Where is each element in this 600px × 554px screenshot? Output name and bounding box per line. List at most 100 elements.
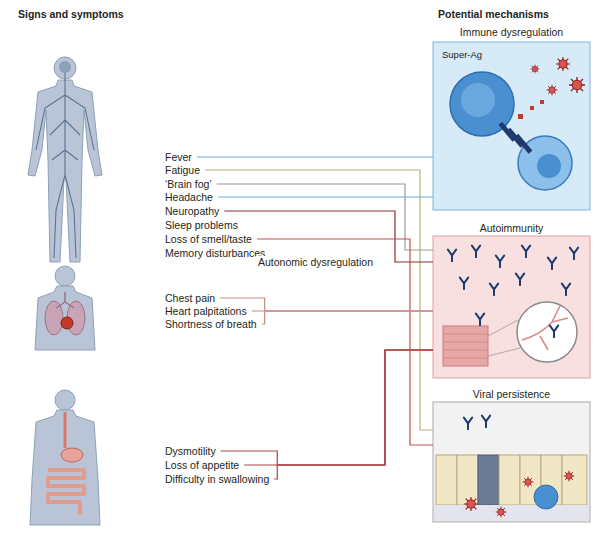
- immune-illustration-part: [537, 154, 561, 178]
- node-text: Viral persistence: [433, 386, 590, 402]
- connector-line: [244, 350, 433, 465]
- node-text: Headache: [165, 191, 213, 204]
- node-text: ‘Brain fog’: [165, 178, 212, 191]
- viral-illustration-part: [457, 455, 478, 505]
- autoimmunity-illustration-part: [516, 274, 524, 286]
- gut-figure-part: [61, 448, 83, 462]
- viral-illustration: [433, 402, 590, 522]
- symptom-item: Fatigue: [163, 164, 202, 177]
- autoimmunity-illustration-part: [496, 256, 504, 268]
- chest-figure-part: [45, 301, 63, 335]
- viral-illustration-part: [564, 471, 575, 482]
- immune-illustration-part: [556, 57, 570, 71]
- immune-illustration-part: [547, 85, 558, 96]
- viral-illustration-part: [436, 455, 457, 505]
- chest-figure-part: [55, 266, 75, 286]
- viral-illustration-part: [562, 455, 587, 505]
- immune-illustration-part: [530, 106, 534, 110]
- gut-figure-part: [55, 390, 75, 410]
- node-text: Neuropathy: [165, 205, 219, 218]
- annotation-label: Super-Ag: [440, 48, 484, 61]
- node-text: Heart palpitations: [165, 305, 247, 318]
- body-figure-part: [36, 72, 94, 258]
- connector-line: [274, 350, 433, 479]
- body-figure: [28, 57, 102, 262]
- viral-illustration-part: [499, 455, 520, 505]
- autoimmunity-illustration-part: [433, 236, 590, 378]
- immune-illustration-part: [518, 114, 523, 119]
- autoimmunity-illustration-part: [460, 278, 468, 290]
- viral-illustration-part: [433, 402, 590, 522]
- autoimmunity-illustration-part: [550, 326, 558, 338]
- node-text: Fever: [165, 151, 192, 164]
- symptom-item: Shortness of breath: [163, 318, 259, 331]
- gut-figure: [30, 390, 100, 525]
- symptom-item: Fever: [163, 151, 194, 164]
- symptom-item: Headache: [163, 191, 215, 204]
- symptom-item: Loss of smell/taste: [163, 233, 254, 246]
- autoimmunity-illustration-part: [476, 314, 484, 326]
- immune-illustration-part: [540, 100, 544, 104]
- autoimmunity-illustration-part: [522, 306, 568, 350]
- symptom-item: Heart palpitations: [163, 305, 249, 318]
- node-text: Chest pain: [165, 292, 215, 305]
- node-text: Dysmotility: [165, 445, 216, 458]
- node-text: Sleep problems: [165, 219, 238, 232]
- autoimmunity-illustration-part: [548, 258, 556, 270]
- autoimmunity-illustration-part: [488, 320, 520, 356]
- node-text: Immune dysregulation: [433, 24, 590, 40]
- connector-line: [221, 350, 433, 465]
- symptom-item: Chest pain: [163, 292, 217, 305]
- immune-illustration-part: [531, 65, 540, 74]
- immune-illustration-part: [514, 134, 532, 154]
- chest-figure-part: [61, 317, 73, 329]
- column-heading: Potential mechanisms: [438, 8, 549, 21]
- mechanism-panel: Autoimmunity: [433, 220, 590, 378]
- autoimmunity-illustration-part: [448, 250, 456, 262]
- connector-line: [262, 311, 433, 324]
- connector-line: [197, 156, 433, 157]
- immune-illustration-part: [433, 42, 590, 210]
- connector-line: [205, 170, 433, 430]
- symptom-item: Difficulty in swallowing: [163, 473, 271, 486]
- autoimmunity-illustration-part: [522, 246, 530, 258]
- symptom-item: ‘Brain fog’: [163, 178, 214, 191]
- symptom-item: Loss of appetite: [163, 459, 241, 472]
- immune-illustration-part: [461, 83, 495, 117]
- autoimmunity-illustration-part: [443, 334, 488, 358]
- node-text: Fatigue: [165, 164, 200, 177]
- column-heading: Signs and symptoms: [18, 8, 124, 21]
- node-text: Memory disturbances: [165, 247, 265, 260]
- viral-illustration-part: [523, 477, 534, 488]
- chest-figure-part: [35, 286, 95, 350]
- connector-line: [257, 239, 433, 445]
- viral-illustration-part: [464, 497, 478, 511]
- immune-illustration: [433, 42, 590, 210]
- viral-illustration-part: [496, 507, 507, 518]
- viral-illustration-part: [482, 416, 490, 428]
- node-text: Shortness of breath: [165, 318, 257, 331]
- autoimmunity-illustration: [433, 236, 590, 378]
- autoimmunity-illustration-part: [443, 326, 488, 366]
- autoimmunity-illustration-part: [562, 284, 570, 296]
- gut-figure-part: [64, 412, 67, 448]
- viral-illustration-part: [464, 418, 472, 430]
- symptom-item: Dysmotility: [163, 445, 218, 458]
- viral-illustration-part: [534, 485, 558, 509]
- symptom-item: Sleep problems: [163, 219, 240, 232]
- symptom-item: Memory disturbances: [163, 247, 267, 260]
- viral-illustration-part: [478, 455, 499, 505]
- mechanism-panel: Viral persistence: [433, 386, 590, 522]
- autoimmunity-illustration-part: [490, 284, 498, 296]
- gut-figure-part: [30, 410, 100, 525]
- chest-figure: [35, 266, 95, 350]
- annotation-label: Autonomic dysregulation: [256, 256, 375, 269]
- node-text: Difficulty in swallowing: [165, 473, 269, 486]
- chest-figure-part: [56, 292, 74, 308]
- symptom-item: Neuropathy: [163, 205, 221, 218]
- viral-illustration-part: [434, 505, 589, 521]
